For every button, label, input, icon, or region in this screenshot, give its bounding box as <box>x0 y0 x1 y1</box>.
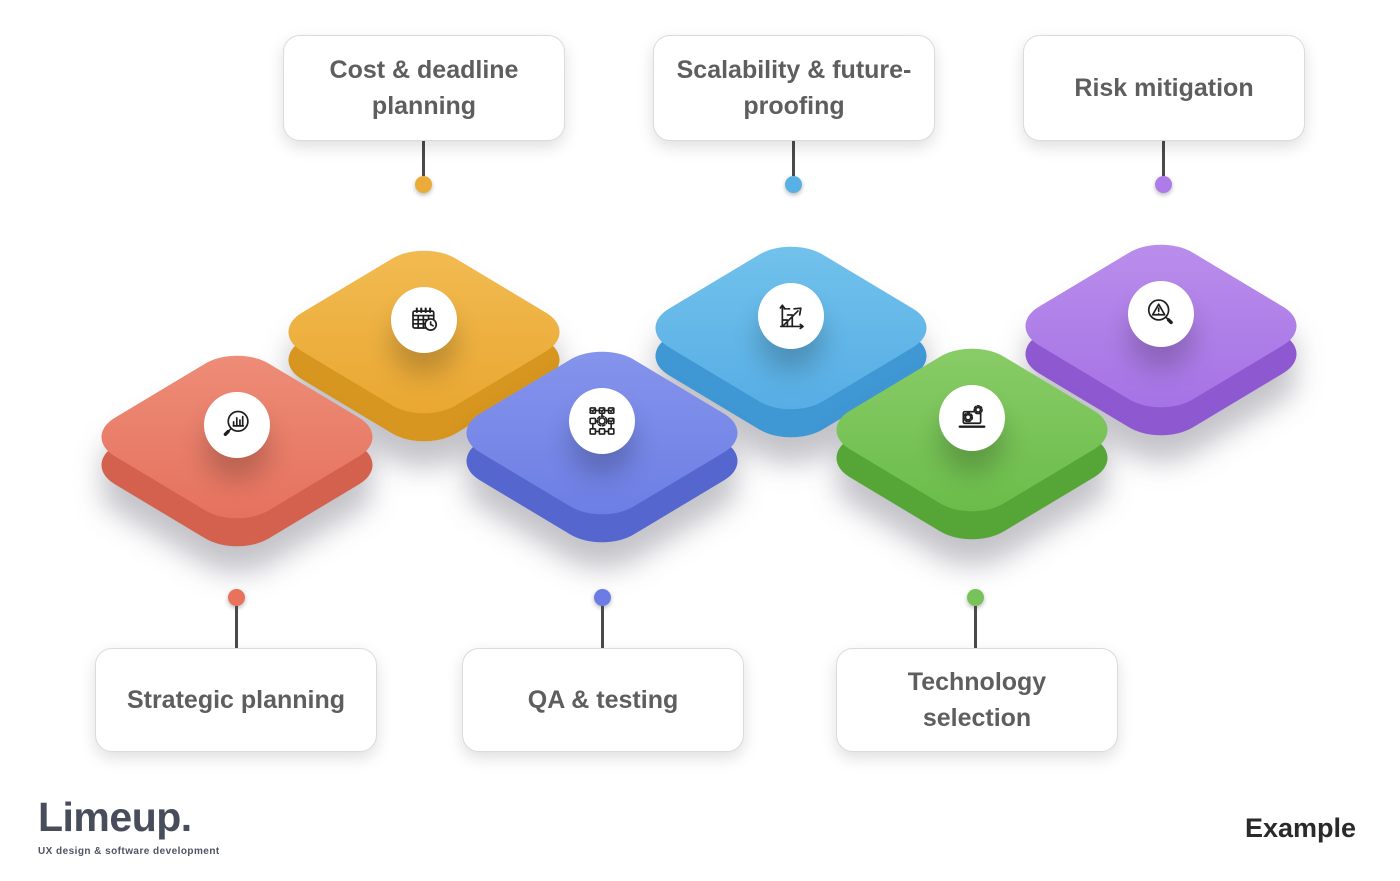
label-scalability-future-proofing: Scalability & future-proofing <box>653 35 935 141</box>
label-text: Strategic planning <box>126 685 346 714</box>
connector-qa-testing <box>593 589 611 650</box>
label-strategic-planning: Strategic planning <box>95 648 377 752</box>
tile-icon-badge <box>1128 281 1194 347</box>
tile-icon-badge <box>204 392 270 458</box>
brand-logo: Limeup. UX design & software development <box>38 794 220 857</box>
connector-technology-selection <box>966 589 984 650</box>
workflow-checks-gear-icon <box>589 407 615 435</box>
connector-scalability-future-proofing <box>784 138 802 193</box>
connector-cost-deadline-planning <box>414 138 432 193</box>
magnifier-warning-icon <box>1147 299 1173 325</box>
connector-line <box>234 606 238 650</box>
label-text: Technology selection <box>907 667 1047 732</box>
label-technology-selection: Technology selection <box>836 648 1118 752</box>
label-text: Scalability & future-proofing <box>676 55 912 120</box>
connector-dot <box>784 176 802 193</box>
connector-dot <box>593 589 611 606</box>
tile-icon-badge <box>569 388 635 454</box>
laptop-gears-icon <box>958 405 986 428</box>
connector-line <box>421 138 425 176</box>
label-cost-deadline-planning: Cost & deadline planning <box>283 35 565 141</box>
label-qa-testing: QA & testing <box>462 648 744 752</box>
tile-icon-badge <box>758 283 824 349</box>
magnifier-bar-chart-icon <box>223 410 249 436</box>
connector-line <box>1161 138 1165 176</box>
connector-dot <box>414 176 432 193</box>
connector-risk-mitigation <box>1154 138 1172 193</box>
brand-logo-text: Limeup. <box>38 794 192 840</box>
growth-chart-arrow-icon <box>779 304 804 330</box>
connector-line <box>973 606 977 650</box>
example-label: Example <box>1244 813 1356 843</box>
tile-icon-badge <box>939 385 1005 451</box>
label-text: Risk mitigation <box>1074 73 1254 102</box>
connector-dot <box>966 589 984 606</box>
label-risk-mitigation: Risk mitigation <box>1023 35 1305 141</box>
brand-tagline: UX design & software development <box>38 846 220 857</box>
connector-dot <box>1154 176 1172 193</box>
connector-dot <box>227 589 245 606</box>
connector-line <box>600 606 604 650</box>
tile-icon-badge <box>391 287 457 353</box>
connector-strategic-planning <box>227 589 245 650</box>
label-text: Cost & deadline planning <box>329 55 519 120</box>
calendar-clock-icon <box>412 307 438 331</box>
connector-line <box>791 138 795 176</box>
label-text: QA & testing <box>527 685 679 714</box>
